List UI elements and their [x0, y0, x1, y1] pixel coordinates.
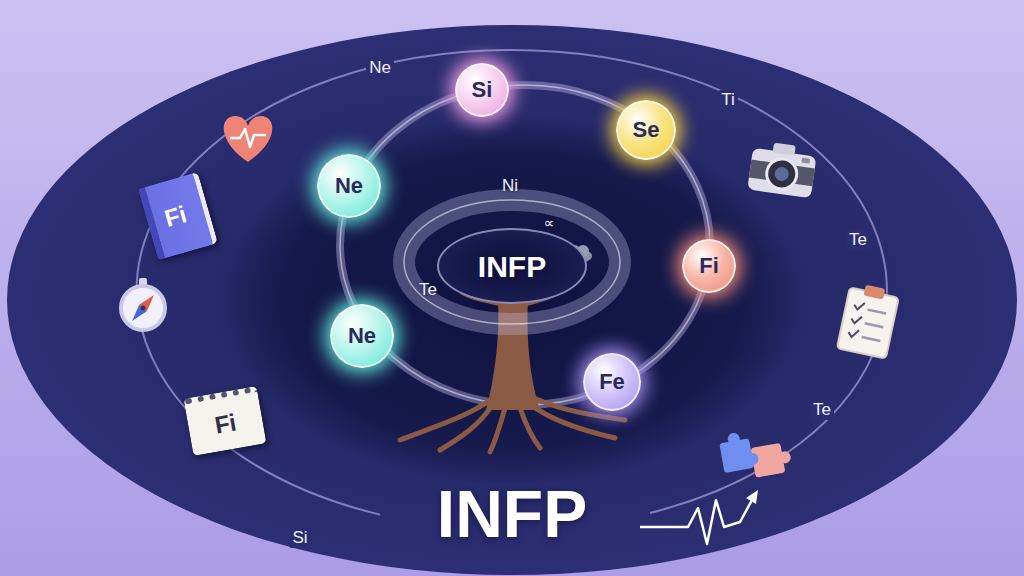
node-text: Fi — [213, 409, 239, 439]
art-shape — [746, 452, 760, 466]
art-shape — [746, 490, 758, 504]
puzzle-icon — [718, 424, 793, 483]
art-shape — [141, 306, 146, 311]
art-shape — [801, 158, 810, 164]
function-label: Te — [810, 400, 834, 420]
core-ring-highlight — [404, 200, 620, 324]
node-text: Ne — [348, 324, 376, 348]
compass-icon — [121, 278, 165, 330]
platform-disc — [7, 25, 1017, 575]
function-circle: Si — [455, 63, 509, 117]
art-shape — [139, 292, 158, 311]
art-shape — [224, 116, 273, 162]
node-text: Ne — [335, 174, 363, 198]
function-label: ∝ — [541, 214, 558, 231]
function-label: Ne — [366, 58, 394, 78]
art-shape — [727, 432, 741, 446]
function-label: Ti — [718, 90, 738, 110]
art-shape — [778, 450, 792, 464]
function-circle: Fi — [682, 239, 736, 293]
art-shape — [837, 287, 899, 358]
function-label: Te — [416, 280, 440, 300]
function-label: Ni — [499, 176, 521, 196]
art-shape — [863, 285, 885, 300]
function-label: Si — [289, 528, 310, 548]
node-text: Se — [633, 118, 660, 142]
node-text: Fi — [699, 254, 719, 278]
art-shape — [230, 129, 266, 147]
heartbeat-line — [640, 490, 758, 544]
clipboard-icon — [837, 282, 900, 359]
art-shape — [862, 310, 886, 341]
function-circle: Se — [616, 100, 676, 160]
art-shape — [747, 148, 816, 198]
outer-orbit — [137, 50, 887, 515]
type-core: INFP — [437, 228, 587, 304]
heart-icon — [224, 116, 273, 162]
node-text: Fi — [162, 201, 190, 232]
camera-icon — [747, 140, 817, 198]
art-shape — [765, 157, 799, 191]
art-shape — [128, 292, 158, 324]
art-shape — [400, 398, 625, 452]
art-shape — [848, 301, 865, 338]
art-shape — [640, 500, 752, 544]
function-circle: Ne — [317, 154, 381, 218]
art-shape — [773, 143, 796, 156]
function-label: Te — [846, 230, 870, 250]
node-text: Si — [472, 78, 493, 102]
art-shape — [774, 166, 790, 182]
core-ring — [404, 200, 620, 324]
inner-shadow — [222, 115, 802, 485]
function-circle: Fe — [583, 353, 641, 411]
node-text: Fe — [599, 370, 625, 394]
function-circle: Ne — [330, 304, 394, 368]
node-text: INFP — [478, 250, 546, 283]
title: INFP — [437, 481, 587, 547]
art-shape — [128, 305, 147, 324]
art-shape — [121, 286, 165, 330]
